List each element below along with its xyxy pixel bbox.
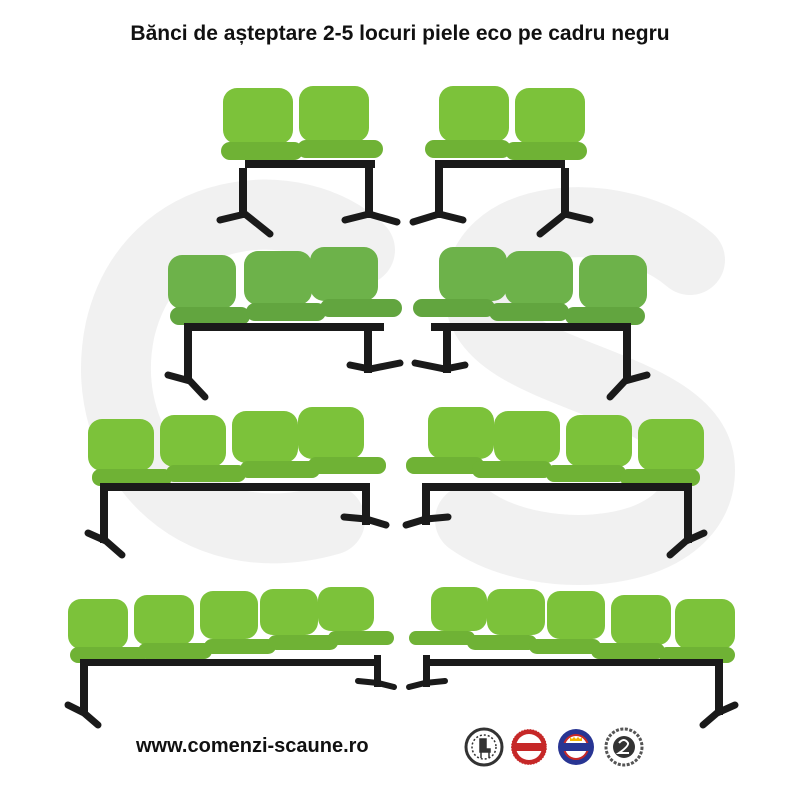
badges-row: [464, 727, 644, 767]
bench-2-seats-left: [409, 86, 594, 238]
bench-5-seats-left: [406, 587, 739, 729]
bench-3-seats-left: [411, 247, 651, 401]
premium-seal-icon: [558, 729, 594, 765]
bench-3-seats-right: [164, 247, 404, 401]
bench-4-seats-right: [84, 407, 390, 559]
page-title: Bănci de așteptare 2-5 locuri piele eco …: [130, 22, 670, 45]
chair-logo-seal-icon: [464, 727, 504, 767]
website-url[interactable]: www.comenzi-scaune.ro: [136, 735, 369, 757]
satisfaction-seal-icon: [510, 728, 548, 766]
warranty-2-years-seal-icon: [604, 727, 644, 767]
bench-4-seats-left: [402, 407, 708, 559]
bench-2-seats-right: [216, 86, 401, 238]
bench-5-seats-right: [64, 587, 397, 729]
